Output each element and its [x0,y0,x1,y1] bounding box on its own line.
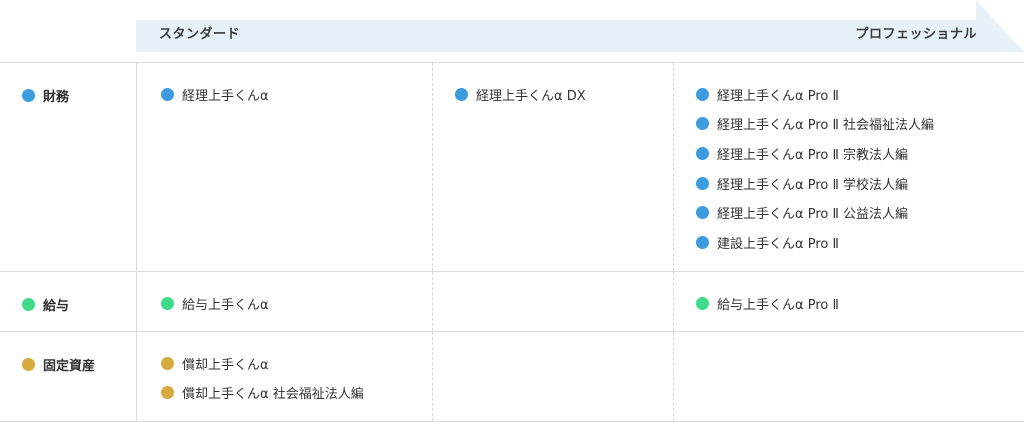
product-dot-icon [161,356,174,370]
product-item: 償却上手くんα 社会福祉法人編 [161,384,432,402]
category-label: 固定資産 [43,359,96,374]
product-label: 償却上手くんα 社会福祉法人編 [182,387,364,403]
category-label: 財務 [43,90,70,105]
category-label: 給与 [43,299,70,314]
product-label: 給与上手くんα [182,297,269,313]
product-dot-icon [696,296,709,310]
row-kotei: 固定資産 償却上手くんα 償却上手くんα 社会福祉法人編 [0,331,1024,422]
product-item: 経理上手くんα Pro Ⅱ 社会福祉法人編 [696,115,1024,133]
product-label: 経理上手くんα [182,88,269,104]
row-zaimu: 財務 経理上手くんα 経理上手くんα DX 経理上手くんα Pro Ⅱ 経理上手… [0,62,1024,271]
product-label: 給与上手くんα Pro Ⅱ [717,297,839,313]
product-dot-icon [161,386,174,400]
category-kyuyo: 給与 [22,295,69,314]
cell-kotei-middle [432,332,673,421]
product-item: 経理上手くんα Pro Ⅱ [696,85,1024,104]
cell-kyuyo-standard: 給与上手くんα [136,272,432,331]
cell-zaimu-standard: 経理上手くんα [136,63,432,271]
category-zaimu: 財務 [22,86,69,105]
category-dot-icon [22,298,35,311]
product-label: 経理上手くんα Pro Ⅱ 学校法人編 [717,177,908,193]
product-dot-icon [161,296,174,310]
cell-kyuyo-middle [432,272,673,331]
tier-arrow-shape [136,0,1024,52]
product-label: 建設上手くんα Pro Ⅱ [717,236,839,252]
product-item: 経理上手くんα [161,85,432,104]
product-label: 経理上手くんα Pro Ⅱ 社会福祉法人編 [717,118,934,134]
product-item: 経理上手くんα Pro Ⅱ 宗教法人編 [696,144,1024,163]
product-item: 給与上手くんα [161,294,432,313]
product-item: 経理上手くんα Pro Ⅱ 学校法人編 [696,174,1024,193]
product-item: 経理上手くんα DX [455,85,673,104]
product-dot-icon [696,176,709,190]
product-dot-icon [696,117,709,131]
cell-kotei-professional [673,332,1024,421]
product-item: 建設上手くんα Pro Ⅱ [696,233,1024,252]
cell-zaimu-middle: 経理上手くんα DX [432,63,673,271]
product-item: 給与上手くんα Pro Ⅱ [696,294,1024,313]
product-label: 経理上手くんα DX [476,88,586,104]
category-dot-icon [22,89,35,102]
cell-zaimu-professional: 経理上手くんα Pro Ⅱ 経理上手くんα Pro Ⅱ 社会福祉法人編 経理上手… [673,63,1024,271]
product-label: 経理上手くんα Pro Ⅱ 宗教法人編 [717,147,908,163]
product-grid: 財務 経理上手くんα 経理上手くんα DX 経理上手くんα Pro Ⅱ 経理上手… [0,62,1024,422]
category-kotei: 固定資産 [22,355,95,374]
category-dot-icon [22,358,35,371]
product-item: 経理上手くんα Pro Ⅱ 公益法人編 [696,204,1024,222]
product-label: 経理上手くんα Pro Ⅱ 公益法人編 [717,207,908,223]
product-dot-icon [696,146,709,160]
product-label: 償却上手くんα [182,357,269,373]
tier-arrow-band [136,0,1024,52]
product-dot-icon [455,87,468,101]
product-dot-icon [696,235,709,249]
cell-kotei-standard: 償却上手くんα 償却上手くんα 社会福祉法人編 [136,332,432,421]
row-kyuyo: 給与 給与上手くんα 給与上手くんα Pro Ⅱ [0,271,1024,331]
product-dot-icon [696,87,709,101]
product-item: 償却上手くんα [161,354,432,373]
tier-label-standard: スタンダード [159,27,241,42]
tier-label-professional: プロフェッショナル [855,27,977,42]
cell-kyuyo-professional: 給与上手くんα Pro Ⅱ [673,272,1024,331]
product-label: 経理上手くんα Pro Ⅱ [717,88,839,104]
product-dot-icon [696,206,709,220]
product-dot-icon [161,87,174,101]
